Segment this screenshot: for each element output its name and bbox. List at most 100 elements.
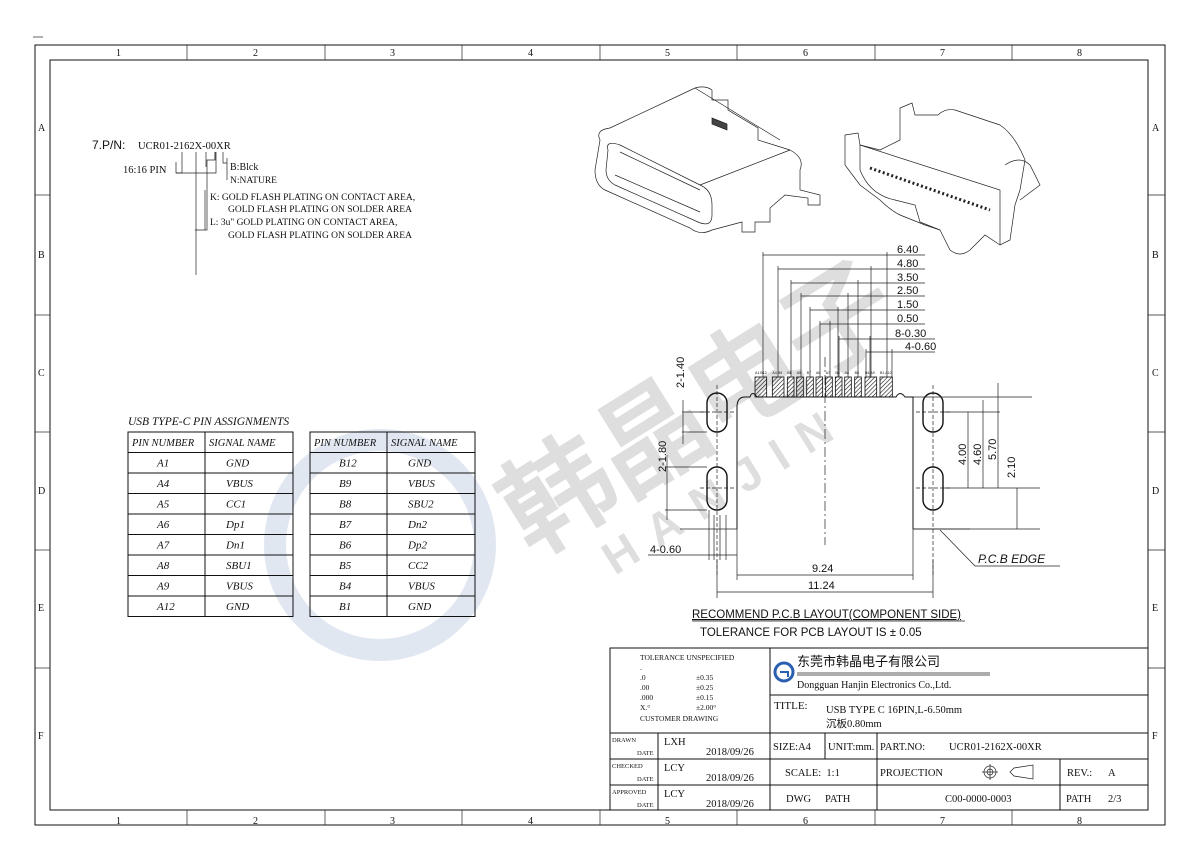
pad-label: A7 — [826, 371, 830, 375]
column-marker-top: 5 — [665, 48, 670, 59]
pn-color-b: B:Blck — [230, 162, 258, 173]
pcb-tolerance-note: TOLERANCE FOR PCB LAYOUT IS ± 0.05 — [700, 627, 922, 639]
part-no: UCR01-2162X-00XR — [949, 742, 1042, 753]
signal-name-cell: Dp2 — [407, 540, 427, 552]
tolerance-precision: X.° — [640, 703, 650, 712]
dim-top-6: 8-0.30 — [895, 328, 926, 340]
pad-label: B7 — [807, 371, 811, 375]
part-number-note: 7.P/N: UCR01-2162X-00XR 16:16 PIN B:Blck… — [92, 138, 415, 275]
pcb-edge-label: P.C.B EDGE — [978, 552, 1046, 566]
signal-name-cell: Dn2 — [407, 519, 427, 531]
dim-4.00: 4.00 — [957, 444, 969, 465]
pin-number-cell: A8 — [156, 560, 170, 572]
pad-label: A8 — [845, 371, 849, 375]
dim-4-0.60-bottom: 4-0.60 — [650, 544, 681, 556]
smd-pad — [754, 376, 768, 398]
pin-number-cell: B9 — [339, 478, 352, 490]
title-line-1: USB TYPE C 16PIN,L-6.50mm — [826, 705, 962, 716]
column-marker-top: 4 — [528, 48, 533, 59]
column-marker-bottom: 7 — [940, 816, 945, 827]
company-logo-icon — [773, 661, 795, 683]
pin-number-cell: B7 — [339, 519, 352, 531]
row-marker-right: F — [1152, 731, 1158, 742]
pad-label: A1 B12 — [755, 371, 767, 375]
projection-label: PROJECTION — [880, 768, 943, 779]
checked-label: CHECKED — [612, 763, 643, 770]
column-marker-bottom: 8 — [1077, 816, 1082, 827]
pin-number-cell: B5 — [339, 560, 352, 572]
part-no-label: PART.NO: — [880, 742, 925, 753]
pin-number-cell: B1 — [339, 601, 351, 613]
drawn-by: LXH — [664, 737, 686, 748]
row-marker-left: A — [38, 123, 46, 134]
smd-pad — [796, 376, 804, 398]
dim-top-7: 4-0.60 — [905, 341, 936, 353]
checked-by: LCY — [664, 763, 685, 774]
title-line-2: 沉板0.80mm — [826, 717, 882, 730]
dim-2.10: 2.10 — [1006, 457, 1018, 478]
pin-number-cell: A9 — [156, 581, 170, 593]
column-marker-top: 3 — [390, 48, 395, 59]
column-marker-top: 8 — [1077, 48, 1082, 59]
column-marker-top: 1 — [116, 48, 121, 59]
pn-plating-l1: L: 3u" GOLD PLATING ON CONTACT AREA, — [210, 218, 397, 228]
dim-5.70: 5.70 — [987, 439, 999, 460]
title-block: TOLERANCE UNSPECIFIED ..0±0.35.00±0.25.0… — [609, 647, 1149, 811]
pin-number-cell: A12 — [156, 601, 175, 613]
path-label: PATH — [1066, 794, 1092, 805]
company-name-cn: 东莞市韩晶电子有限公司 — [797, 654, 940, 669]
dim-9.24: 9.24 — [812, 563, 833, 575]
row-marker-right: E — [1152, 603, 1158, 614]
pin-number-cell: A4 — [156, 478, 170, 490]
pin-table-title: USB TYPE-C PIN ASSIGNMENTS — [128, 416, 289, 428]
pn-plating-k2: GOLD FLASH PLATING ON SOLDER AREA — [228, 205, 412, 215]
tolerance-value: ±2.00° — [696, 703, 716, 712]
row-marker-right: B — [1152, 250, 1159, 261]
signal-name-cell: Dp1 — [225, 519, 245, 531]
signal-name-cell: GND — [408, 601, 431, 613]
rev-label: REV.: — [1067, 768, 1092, 779]
signal-name-cell: GND — [226, 601, 249, 613]
signal-name-cell: Dn1 — [225, 540, 245, 552]
dwg-path-label: PATH — [825, 794, 851, 805]
signal-name-cell: GND — [408, 458, 431, 470]
dim-top-2: 3.50 — [897, 272, 918, 284]
approved-date: 2018/09/26 — [706, 799, 754, 810]
column-marker-top: 2 — [253, 48, 258, 59]
drawn-label: DRAWN — [612, 737, 636, 744]
pin-number-cell: A7 — [156, 540, 170, 552]
pad-label: B8 — [787, 371, 791, 375]
smd-pad — [834, 376, 843, 398]
pn-pin-option: 16:16 PIN — [123, 165, 167, 176]
board-outline — [736, 393, 914, 529]
pad-label: B5 — [855, 371, 859, 375]
pin-number-cell: A5 — [156, 499, 170, 511]
signal-name-cell: VBUS — [226, 478, 253, 490]
signal-name-cell: CC1 — [226, 499, 246, 511]
tolerance-precision: . — [640, 663, 642, 672]
dim-4.60: 4.60 — [972, 444, 984, 465]
tolerance-precision: .0 — [640, 673, 646, 682]
row-marker-right: C — [1152, 368, 1159, 379]
signal-name-cell: SBU2 — [408, 499, 434, 511]
smd-pad — [815, 376, 824, 398]
tolerance-precision: .000 — [640, 693, 653, 702]
projection-symbol-icon — [982, 764, 1034, 780]
connector-3d-rear-view — [844, 102, 1041, 255]
smd-pad — [879, 376, 893, 398]
row-marker-left: F — [38, 731, 44, 742]
column-marker-bottom: 4 — [528, 816, 533, 827]
signal-name-cell: CC2 — [408, 560, 429, 572]
pn-color-n: N:NATURE — [230, 176, 277, 186]
row-marker-left: E — [38, 603, 44, 614]
column-marker-top: 7 — [940, 48, 945, 59]
column-marker-bottom: 5 — [665, 816, 670, 827]
unit: UNIT:mm. — [828, 742, 874, 753]
dwg-label: DWG — [786, 794, 811, 805]
row-marker-right: A — [1152, 123, 1160, 134]
smd-pad — [786, 376, 795, 398]
smd-pad — [806, 376, 814, 398]
